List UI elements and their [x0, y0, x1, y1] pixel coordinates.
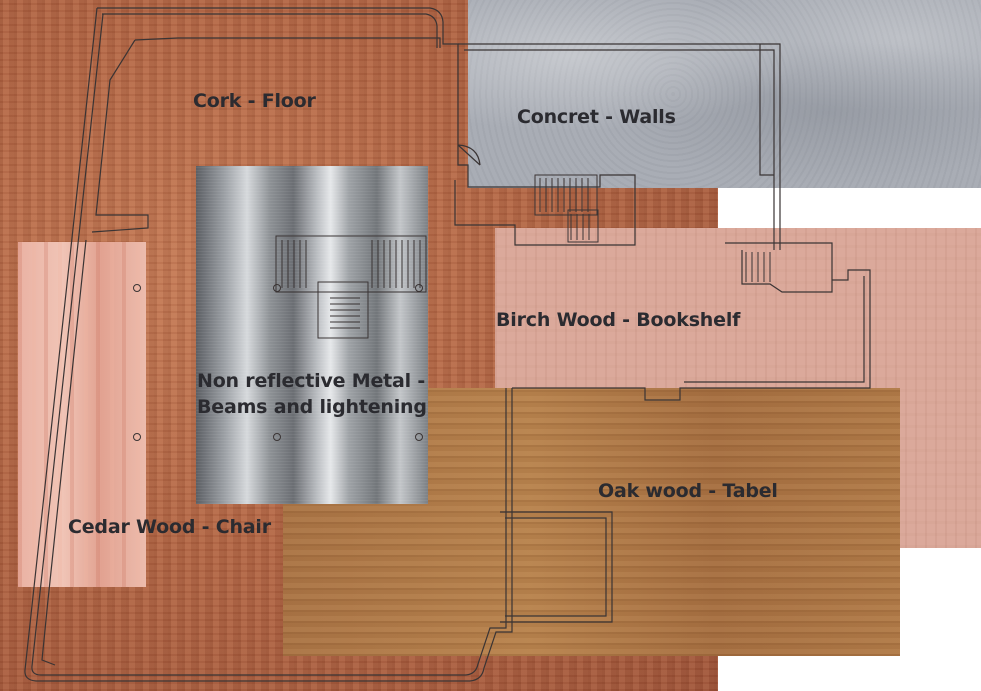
metal-beams-label-line2: Beams and lightening: [197, 396, 427, 418]
concrete-walls-label: Concret - Walls: [517, 106, 676, 128]
cedar-chair-swatch: [18, 242, 146, 587]
cedar-chair-label: Cedar Wood - Chair: [68, 516, 271, 538]
metal-beams-label-line1: Non reflective Metal -: [197, 370, 426, 392]
oak-table-label: Oak wood - Tabel: [598, 480, 778, 502]
concrete-walls-swatch: [468, 0, 981, 188]
metal-beams-swatch: [196, 166, 428, 504]
cork-floor-label: Cork - Floor: [193, 90, 316, 112]
birch-bookshelf-label: Birch Wood - Bookshelf: [496, 309, 741, 331]
